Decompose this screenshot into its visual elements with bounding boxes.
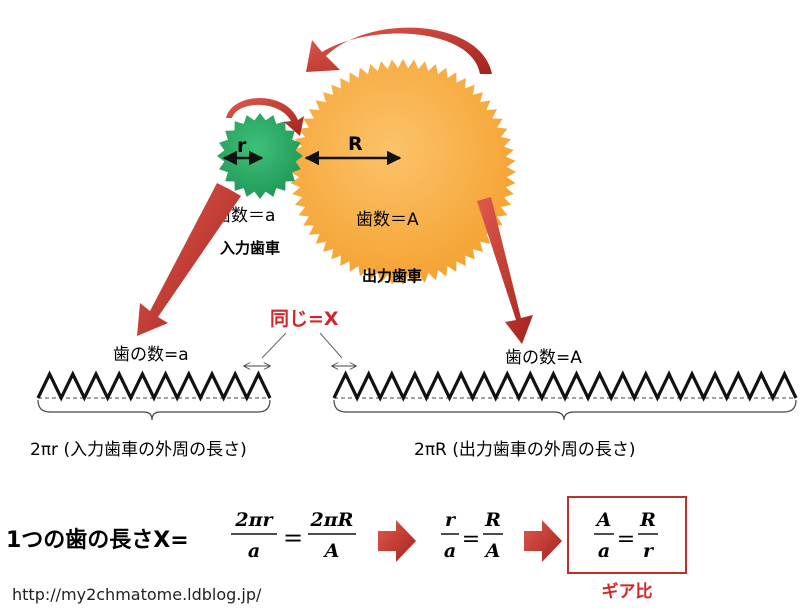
left-teeth-count-label: 歯の数=a <box>113 345 189 365</box>
equals-sign: = <box>617 527 635 552</box>
gear-ratio-label: ギア比 <box>602 581 653 602</box>
left-circumference-label: 2πr (入力歯車の外周の長さ) <box>30 440 247 460</box>
fraction-numerator: r <box>445 509 457 531</box>
equals-sign: = <box>283 524 303 552</box>
left-unroll-arrow <box>137 183 241 336</box>
right-brace <box>333 399 797 421</box>
left-unrolled-teeth <box>36 370 272 402</box>
right-circumference-label: 2πR (出力歯車の外周の長さ) <box>414 440 636 460</box>
right-unrolled-teeth <box>332 370 798 402</box>
fraction-numerator: 2πR <box>310 509 354 531</box>
fraction-r-over-a: r a <box>441 509 459 562</box>
implies-arrow-1 <box>378 520 416 562</box>
left-brace <box>37 399 271 421</box>
same-length-label: 同じ=X <box>270 308 339 330</box>
fraction-numerator: R <box>639 509 656 531</box>
fraction-denominator: A <box>323 540 340 562</box>
source-url: http://my2chmatome.ldblog.jp/ <box>12 585 262 604</box>
output-gear <box>290 59 516 285</box>
small-gear-rotation-arrow <box>226 98 304 136</box>
same-label-pointer-left <box>261 332 287 359</box>
fraction-denominator: a <box>598 540 610 562</box>
output-teeth-label: 歯数＝A <box>356 210 419 230</box>
fraction-2pi-R-over-A: 2πR A <box>308 509 356 562</box>
gear-ratio-box <box>567 496 687 574</box>
same-label-pointer-right <box>319 332 343 359</box>
input-gear-label: 入力歯車 <box>220 239 280 257</box>
fraction-numerator: 2πr <box>234 509 274 531</box>
fraction-R-over-A: R A <box>483 509 503 562</box>
fraction-denominator: a <box>248 540 260 562</box>
fraction-denominator: A <box>484 540 501 562</box>
large-radius-label: R <box>348 133 363 155</box>
right-unroll-arrow <box>477 197 533 344</box>
fraction-numerator: A <box>595 509 612 531</box>
tooth-length-lead-text: 1つの歯の長さX= <box>6 527 189 553</box>
implies-arrow-2 <box>524 520 562 562</box>
fraction-2pi-r-over-a: 2πr a <box>231 509 277 562</box>
small-radius-label: r <box>237 135 247 157</box>
fraction-denominator: a <box>444 540 456 562</box>
equals-sign: = <box>462 527 480 552</box>
fraction-denominator: r <box>643 540 655 562</box>
fraction-A-over-a: A a <box>594 509 614 562</box>
fraction-R-over-r: R r <box>638 509 658 562</box>
right-teeth-count-label: 歯の数=A <box>505 348 582 368</box>
fraction-numerator: R <box>484 509 501 531</box>
output-gear-label: 出力歯車 <box>362 267 422 285</box>
large-gear-rotation-arrow <box>306 27 492 74</box>
